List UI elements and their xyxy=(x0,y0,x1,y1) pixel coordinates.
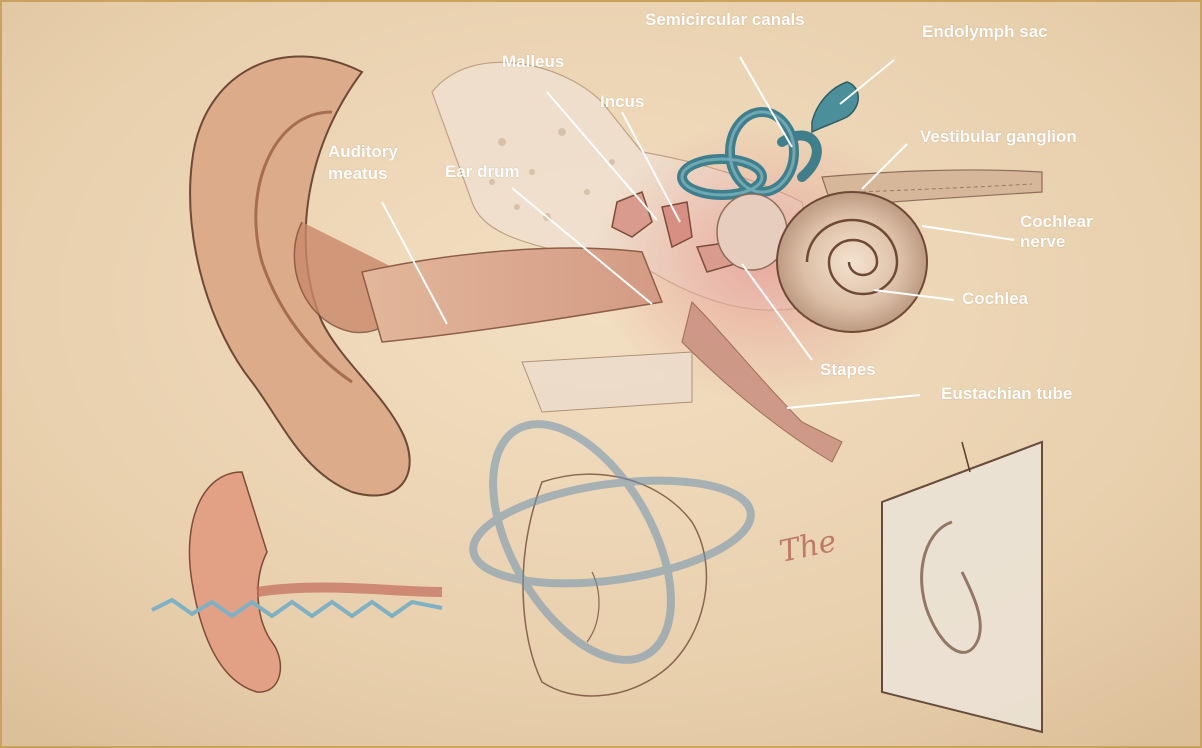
label-auditory-meatus: Auditory meatus xyxy=(328,141,408,185)
label-endolymph-sac: Endolymph sac xyxy=(922,22,1048,42)
cochlea-shape xyxy=(777,192,927,332)
label-cochlea: Cochlea xyxy=(962,289,1028,309)
label-vestibular-ganglion: Vestibular ganglion xyxy=(920,127,1077,147)
label-semicircular-canals: Semicircular canals xyxy=(645,10,805,30)
label-stapes: Stapes xyxy=(820,360,876,380)
label-ear-drum: Ear drum xyxy=(445,162,520,182)
label-cochlear-nerve: Cochlear nerve xyxy=(1020,212,1120,252)
lower-bone-shelf xyxy=(522,352,692,412)
label-incus: Incus xyxy=(600,92,644,112)
label-eustachian-tube: Eustachian tube xyxy=(941,384,1072,404)
label-malleus: Malleus xyxy=(502,52,564,72)
